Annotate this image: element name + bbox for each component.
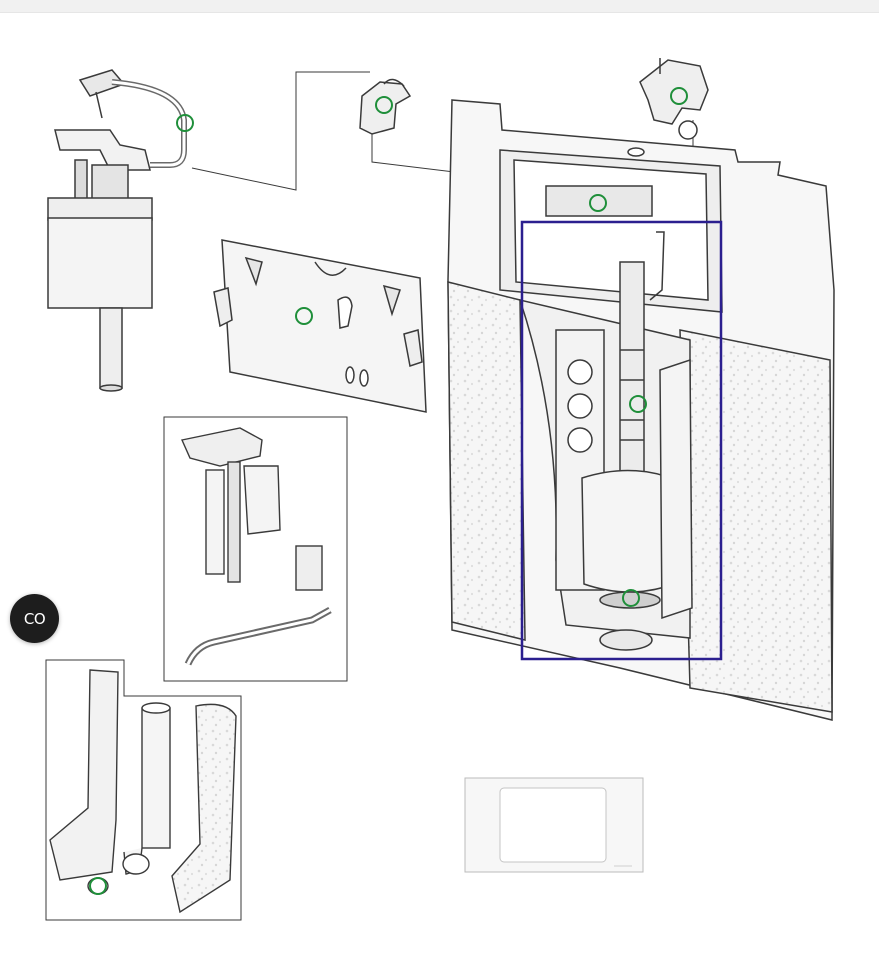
- co-floating-button[interactable]: CO: [10, 594, 59, 643]
- fill-valve-part: [47, 69, 187, 392]
- flush-mechanism: [555, 231, 693, 651]
- top-bar: [0, 0, 879, 13]
- hotspot-wall-bracket[interactable]: [375, 96, 393, 114]
- hotspot-lever-mechanism[interactable]: [589, 194, 607, 212]
- hotspot-front-panel[interactable]: [295, 307, 313, 325]
- hotspot-elbow-seal[interactable]: [89, 877, 107, 895]
- hotspot-flush-valve-seal[interactable]: [622, 589, 640, 607]
- inset-fill-valve-kit: [163, 416, 348, 682]
- inset-flush-pipe-kit: [45, 659, 242, 921]
- selected-part-highlight: [520, 220, 723, 661]
- mounting-plate-part: [213, 239, 427, 413]
- co-button-label: CO: [23, 609, 46, 628]
- hotspot-hose-connector[interactable]: [176, 114, 194, 132]
- hotspots: [89, 87, 688, 895]
- cistern-body: [447, 99, 835, 721]
- top-valve-clip-part: [639, 58, 709, 140]
- hotspot-flush-pipe[interactable]: [629, 395, 647, 413]
- flush-plate: [464, 777, 644, 873]
- wall-clip-part: [359, 78, 412, 135]
- hotspot-top-valve-clip[interactable]: [670, 87, 688, 105]
